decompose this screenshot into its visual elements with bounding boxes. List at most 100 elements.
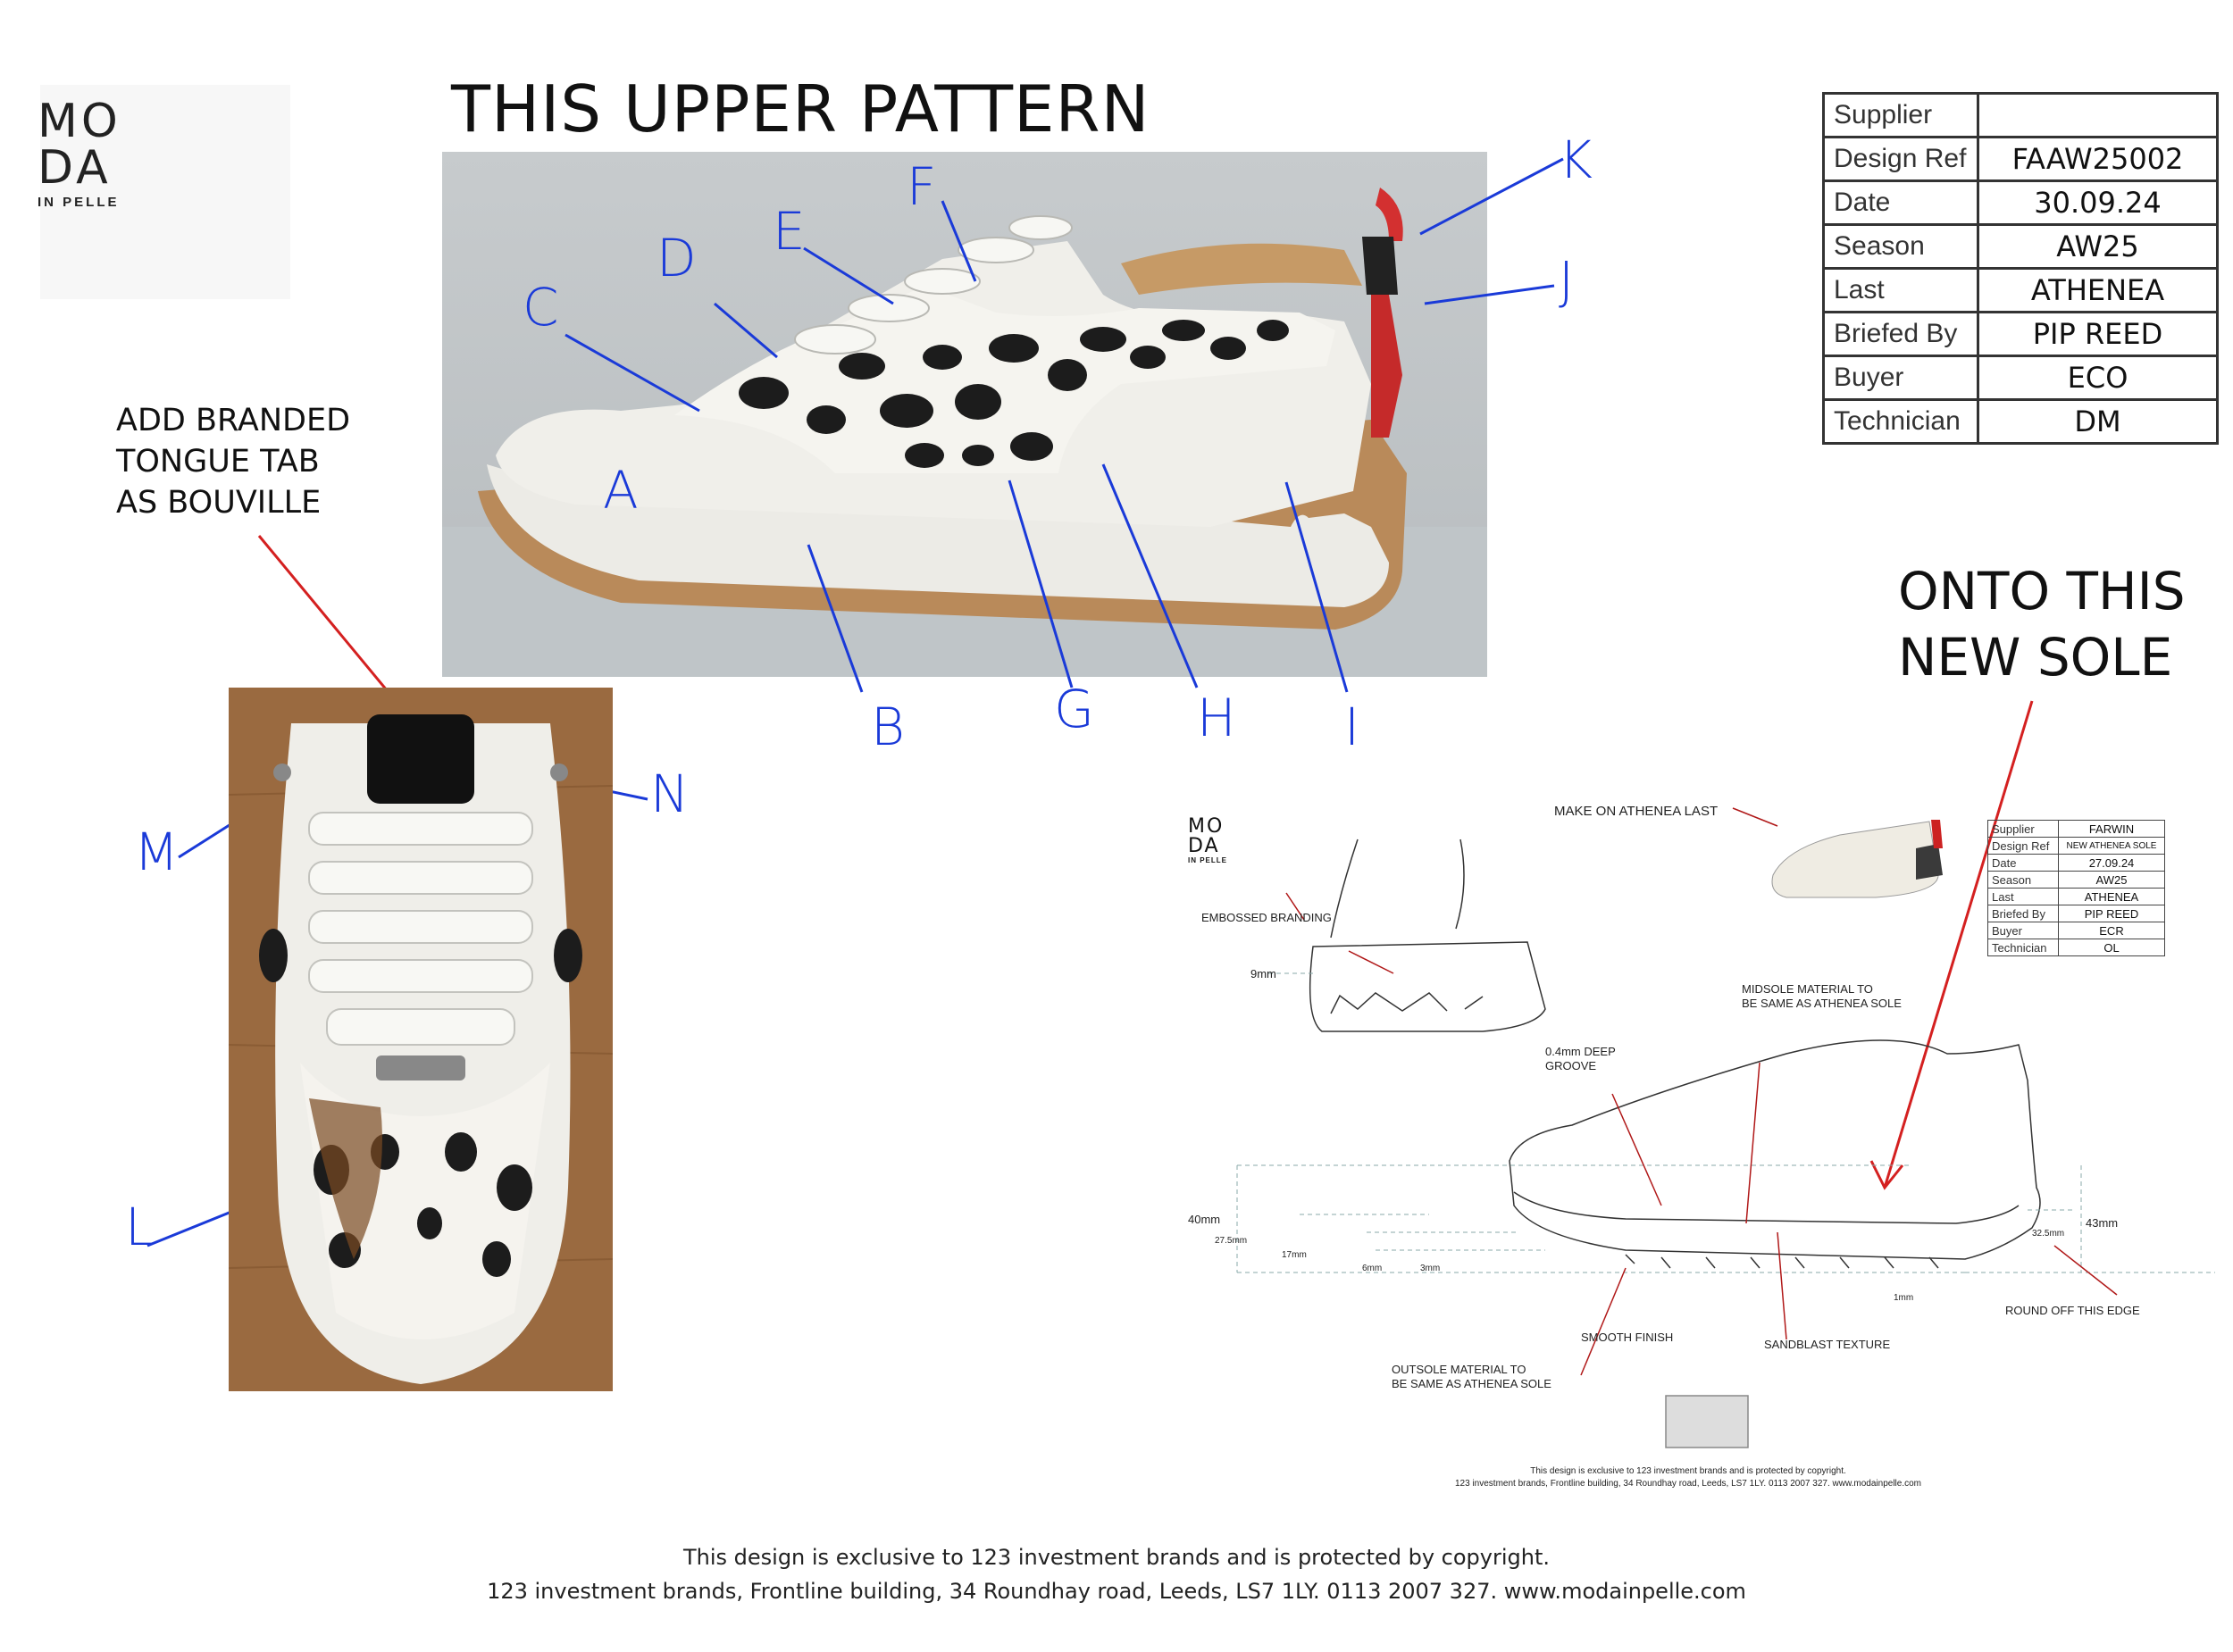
groove-note-line-2: GROOVE <box>1545 1059 1597 1072</box>
sandblast-pointer <box>1777 1231 1787 1340</box>
sole-side-outline <box>1509 1039 2041 1260</box>
pointer-line-j <box>1424 284 1555 305</box>
outsole-tread <box>1625 1254 1939 1269</box>
dim-27-5mm: 27.5mm <box>1215 1236 1248 1246</box>
make-on-last-label: MAKE ON ATHENEA LAST <box>1554 804 1719 819</box>
spec-label: Briefed By <box>1822 311 1979 357</box>
part-label-h: H <box>1197 688 1236 748</box>
new-sole-note-line-1: ONTO THIS <box>1898 561 2186 622</box>
tongue-note-line-2: TONGUE TAB <box>116 444 320 480</box>
spec-label: Buyer <box>1822 355 1979 401</box>
sheet-spec-value: AW25 <box>2058 871 2165 889</box>
spec-value: ECO <box>1977 355 2219 401</box>
dim-17mm: 17mm <box>1282 1250 1307 1260</box>
dim-1mm: 1mm <box>1894 1293 1914 1303</box>
part-label-c: C <box>523 277 559 338</box>
outsole-pointer <box>1580 1267 1627 1376</box>
logo-row-2: DA <box>38 141 112 195</box>
sheet-spec-label: Supplier <box>1987 820 2059 838</box>
spec-label: Design Ref <box>1822 136 1979 182</box>
sheet-spec-label: Design Ref <box>1987 837 2059 855</box>
sheet-copyright-line-1: This design is exclusive to 123 investme… <box>1530 1466 1846 1476</box>
tongue-note-line-1: ADD BRANDED <box>116 403 351 438</box>
groove-note-line-1: 0.4mm DEEP <box>1545 1045 1616 1058</box>
brand-logo: MO DA IN PELLE <box>38 98 154 210</box>
part-label-n: N <box>650 763 690 824</box>
pointer-line-e <box>803 246 894 305</box>
sheet-logo-sub: IN PELLE <box>1188 856 1228 864</box>
pointer-line-f <box>941 200 977 282</box>
part-label-g: G <box>1054 679 1094 739</box>
midsole-note-line-1: MIDSOLE MATERIAL TO <box>1742 982 1873 996</box>
topdown-shoe-illustration <box>229 688 613 1391</box>
footer-line-1: This design is exclusive to 123 investme… <box>682 1545 1551 1570</box>
sandblast-texture-label: SANDBLAST TEXTURE <box>1764 1338 1891 1351</box>
outsole-note-line-1: OUTSOLE MATERIAL TO <box>1392 1363 1526 1376</box>
sheet-spec-label: Date <box>1987 854 2059 872</box>
footer-line-2: 123 investment brands, Frontline buildin… <box>487 1579 1746 1604</box>
embossed-pointer <box>1348 950 1394 974</box>
sheet-spec-value: FARWIN <box>2058 820 2165 838</box>
part-label-a: A <box>603 460 639 521</box>
sheet-logo-row-2: DA <box>1188 835 1220 857</box>
sandblast-sample-photo <box>1665 1395 1749 1448</box>
sheet-spec-value: 27.09.24 <box>2058 854 2165 872</box>
sheet-copyright-line-2: 123 investment brands, Frontline buildin… <box>1454 1479 1921 1489</box>
dim-43mm: 43mm <box>2086 1216 2119 1230</box>
dim-9mm: 9mm <box>1250 967 1276 980</box>
sole-spec-sheet: MO DA IN PELLE <box>1161 786 2215 1500</box>
sole-arrow-line <box>1883 700 2034 1189</box>
tongue-tab-photo <box>229 688 613 1391</box>
embossed-arrow <box>1285 892 1305 921</box>
upper-shoe-illustration <box>442 152 1487 677</box>
new-sole-note-line-2: NEW SOLE <box>1898 627 2173 688</box>
pointer-line-b <box>807 544 864 693</box>
spec-value <box>1977 92 2219 138</box>
smooth-finish-label: SMOOTH FINISH <box>1581 1331 1674 1344</box>
spec-value: FAAW25002 <box>1977 136 2219 182</box>
sheet-spec-value: NEW ATHENEA SOLE <box>2058 837 2165 855</box>
spec-label: Last <box>1822 267 1979 313</box>
part-label-j: J <box>1559 250 1575 311</box>
sheet-spec-label: Season <box>1987 871 2059 889</box>
outsole-note-line-2: BE SAME AS ATHENEA SOLE <box>1392 1377 1551 1390</box>
spec-value: ATHENEA <box>1977 267 2219 313</box>
logo-row-1: MO <box>38 95 121 148</box>
sole-arrow-head <box>1869 1160 1904 1190</box>
sheet-spec-label: Technician <box>1987 939 2059 956</box>
sheet-spec-value: OL <box>2058 939 2165 956</box>
dim-40mm: 40mm <box>1188 1213 1221 1226</box>
sheet-spec-value: ATHENEA <box>2058 888 2165 905</box>
sheet-spec-value: ECR <box>2058 922 2165 939</box>
dim-6mm: 6mm <box>1362 1264 1383 1273</box>
pointer-line-g <box>1008 480 1074 688</box>
heel-tread <box>1330 992 1484 1014</box>
midsole-note-line-2: BE SAME AS ATHENEA SOLE <box>1742 997 1902 1010</box>
spec-label: Season <box>1822 223 1979 270</box>
make-on-arrow <box>1732 807 1778 827</box>
new-sole-note: ONTO THIS NEW SOLE <box>1898 558 2186 690</box>
part-label-l: L <box>125 1197 155 1257</box>
spec-value: PIP REED <box>1977 311 2219 357</box>
sheet-spec-label: Briefed By <box>1987 905 2059 922</box>
part-label-i: I <box>1344 697 1360 757</box>
spec-label: Technician <box>1822 398 1979 445</box>
athenea-shoe-thumbnail <box>1771 820 1943 898</box>
sole-technical-drawing <box>1236 807 2215 1448</box>
heel-unit-outline <box>1309 941 1546 1032</box>
pointer-line-i <box>1284 481 1349 693</box>
round-edge-pointer <box>2053 1245 2118 1296</box>
spec-label: Supplier <box>1822 92 1979 138</box>
